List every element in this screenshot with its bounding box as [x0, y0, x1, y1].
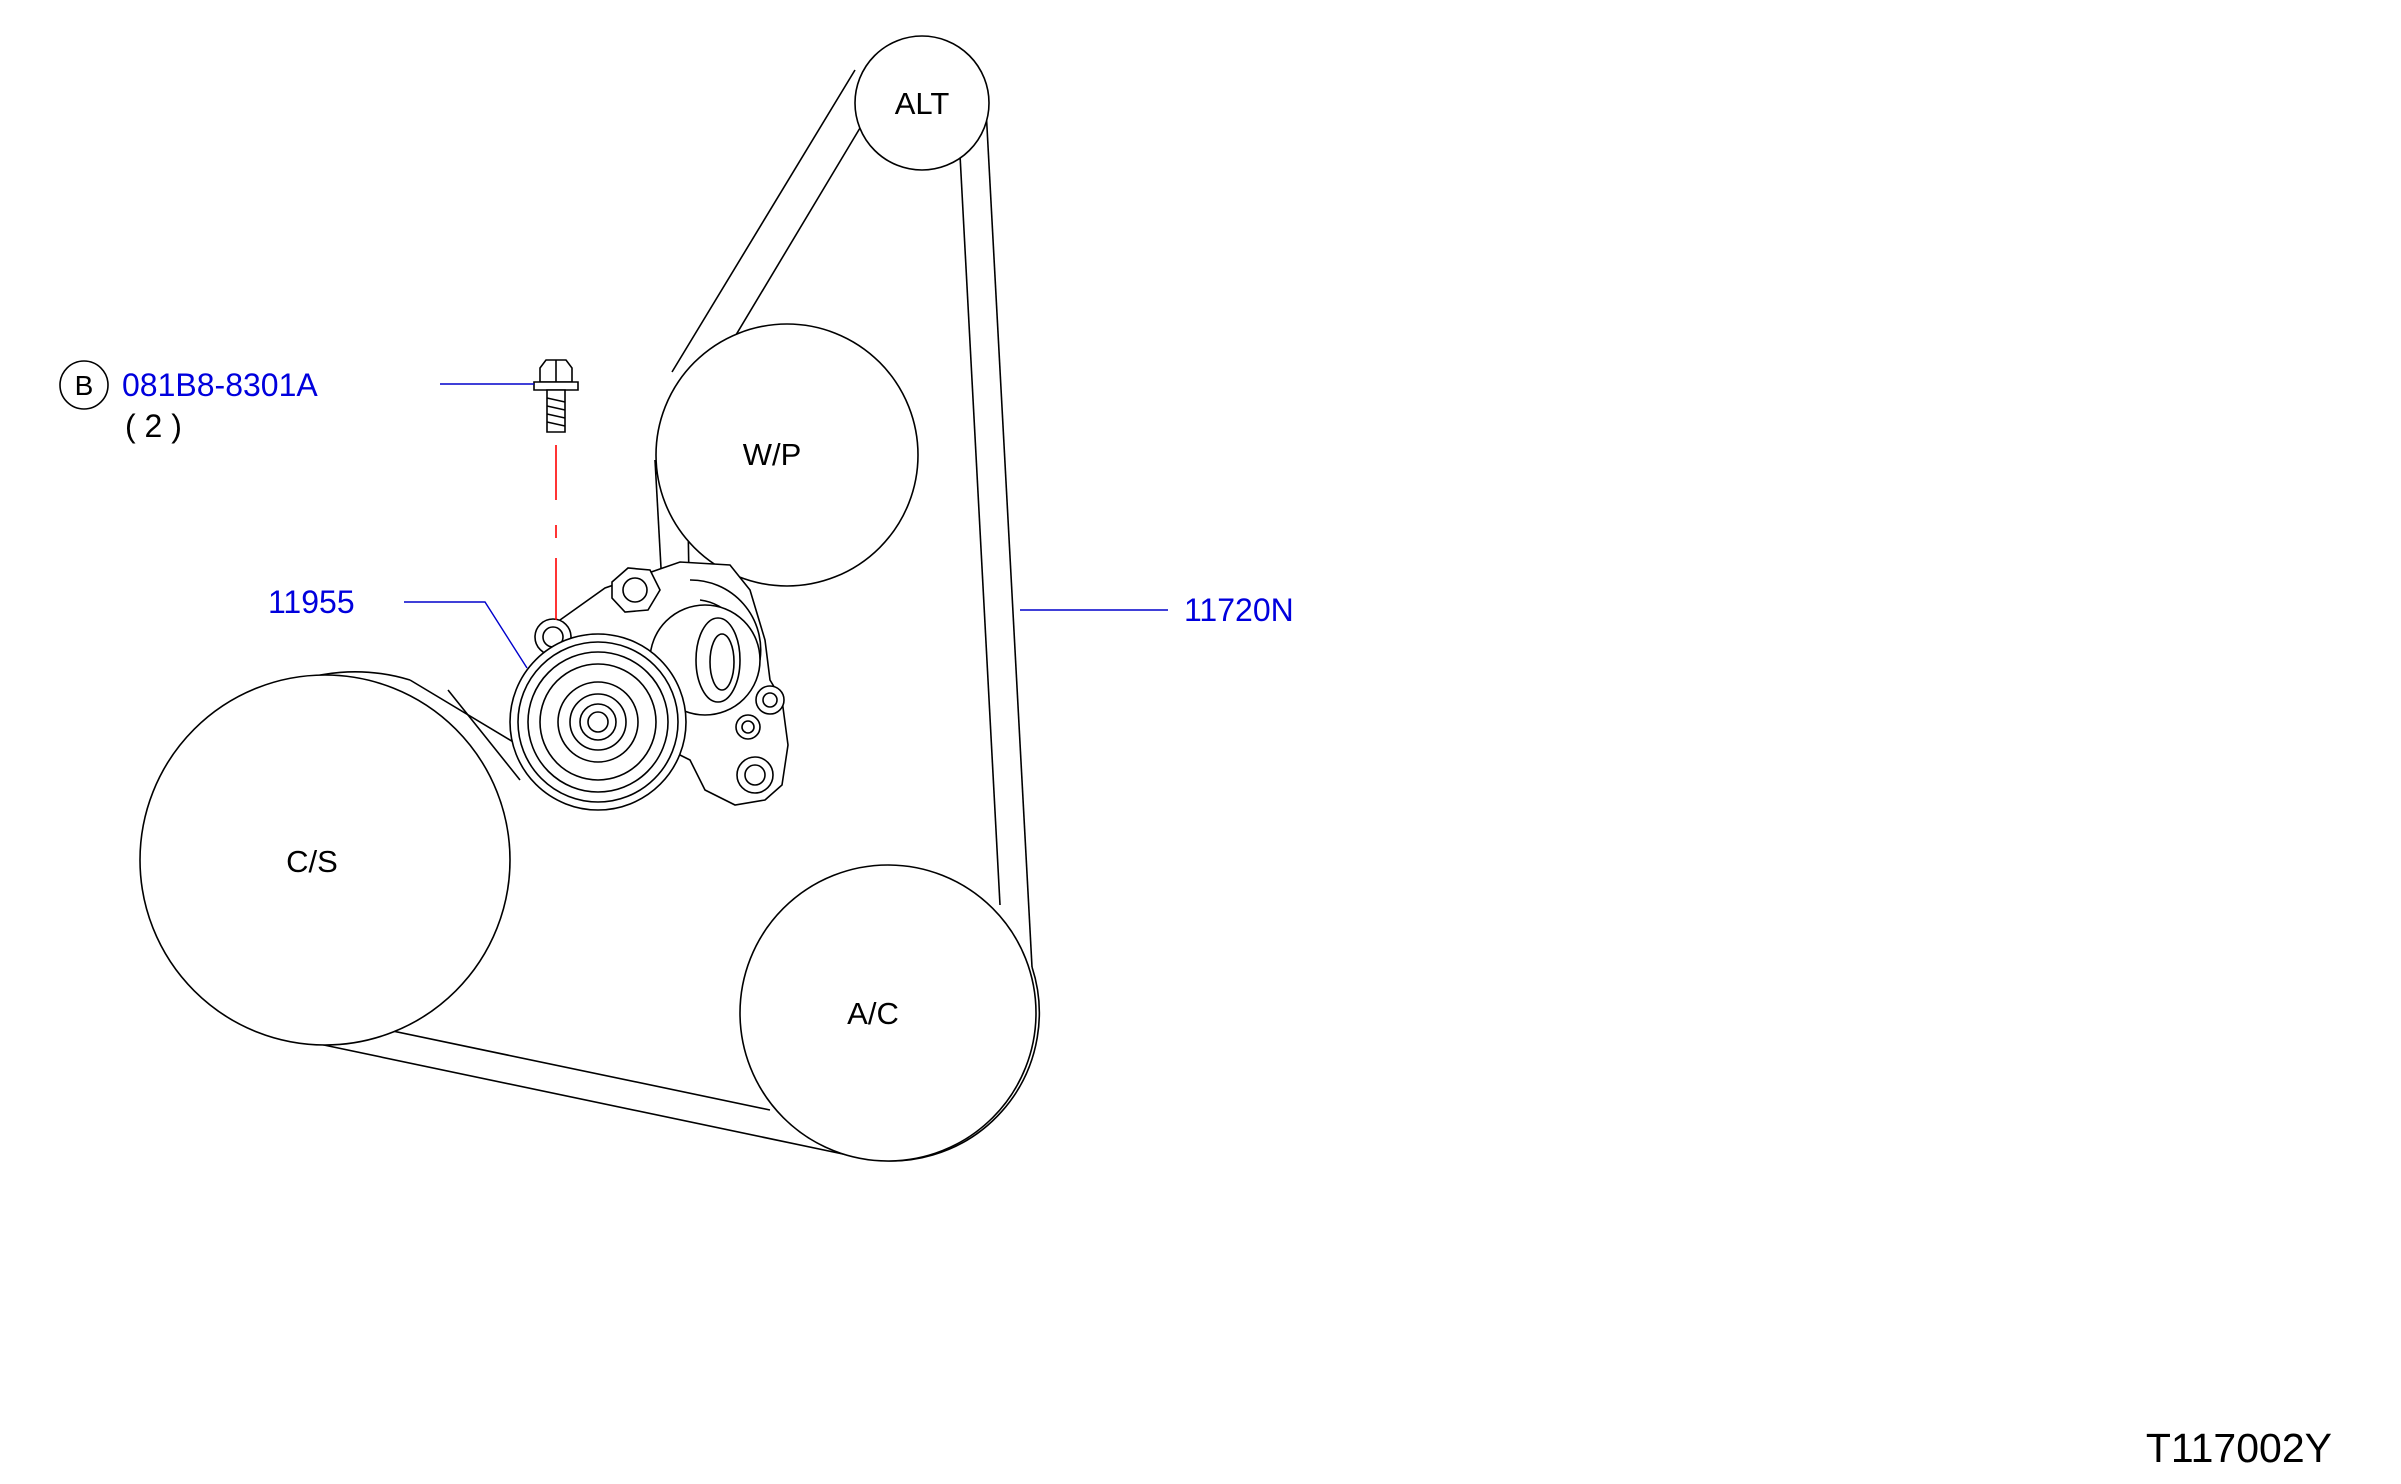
- belt-inner-cs-tensioner: [447, 689, 521, 781]
- bolt-threads: [546, 397, 566, 427]
- water-pump-pulley: W/P: [655, 323, 919, 587]
- tensioner-idler-pulley-hub-inner: [579, 703, 617, 741]
- tensioner-boss-right-mid-inner: [741, 720, 755, 734]
- bolt-flange: [533, 381, 579, 391]
- water-pump-label: W/P: [743, 437, 802, 472]
- tensioner-callout: 11955: [268, 584, 528, 669]
- water-pump-pulley-circle: [655, 323, 919, 587]
- bolt-ref-circle: [59, 360, 109, 410]
- tensioner-idler-pulley-ring-2: [527, 651, 669, 793]
- alternator-label: ALT: [895, 86, 950, 121]
- ac-compressor-label: A/C: [847, 996, 899, 1031]
- tensioner-idler-pulley-ring-4: [557, 681, 639, 763]
- alternator-pulley: ALT: [854, 35, 990, 171]
- tensioner-hex-nut-center: [622, 577, 648, 603]
- crankshaft-pulley: C/S: [139, 674, 511, 1046]
- tensioner-mount-hole-bottom: [736, 756, 774, 794]
- bolt-ref-letter: B: [75, 370, 94, 401]
- belt-outer-ac-cs: [299, 1039, 863, 1159]
- tensioner-idler-pulley: [509, 633, 687, 811]
- tensioner-idler-pulley-ring-3: [539, 663, 657, 781]
- bolt-part-number[interactable]: 081B8-8301A: [122, 367, 318, 403]
- belt-part-number[interactable]: 11720N: [1184, 592, 1294, 628]
- tensioner-boss-right-mid: [735, 714, 761, 740]
- ac-compressor-pulley-circle: [739, 864, 1037, 1162]
- tensioner-idler-pulley-hub: [569, 693, 627, 751]
- tensioner-hex-nut: [611, 567, 661, 613]
- tensioner-part-number[interactable]: 11955: [268, 584, 355, 620]
- figure-code: T117002Y: [2146, 1425, 2332, 1471]
- tensioner-leader-line: [404, 601, 528, 669]
- bolt-quantity: ( 2 ): [125, 408, 182, 444]
- tensioner-mount-hole-bottom-inner: [744, 764, 766, 786]
- tensioner-spring-slot: [695, 617, 741, 703]
- tensioner-idler-pulley-bore: [587, 711, 609, 733]
- belt-outer-alt-ac: [984, 89, 1033, 968]
- belt-outer-alt-wp: [671, 69, 856, 373]
- mounting-bolt: [533, 359, 579, 433]
- tensioner-spring-slot-inner: [709, 633, 735, 691]
- belt-inner-alt-ac: [959, 154, 1001, 906]
- crankshaft-label: C/S: [286, 844, 338, 879]
- alternator-pulley-circle: [854, 35, 990, 171]
- bolt-callout: B 081B8-8301A ( 2 ): [59, 360, 534, 444]
- ac-compressor-pulley: A/C: [739, 864, 1037, 1162]
- tensioner-idler-pulley-ring-1: [517, 641, 679, 803]
- belt-inner-ac-cs: [339, 1019, 771, 1111]
- belt-callout: 11720N: [1020, 592, 1294, 628]
- tensioner-boss-right-upper: [755, 685, 785, 715]
- tensioner-boss-right-upper-inner: [762, 692, 778, 708]
- belt-tensioner-assembly: [509, 561, 789, 811]
- tensioner-arm-arc: [689, 579, 762, 661]
- crankshaft-pulley-circle: [139, 674, 511, 1046]
